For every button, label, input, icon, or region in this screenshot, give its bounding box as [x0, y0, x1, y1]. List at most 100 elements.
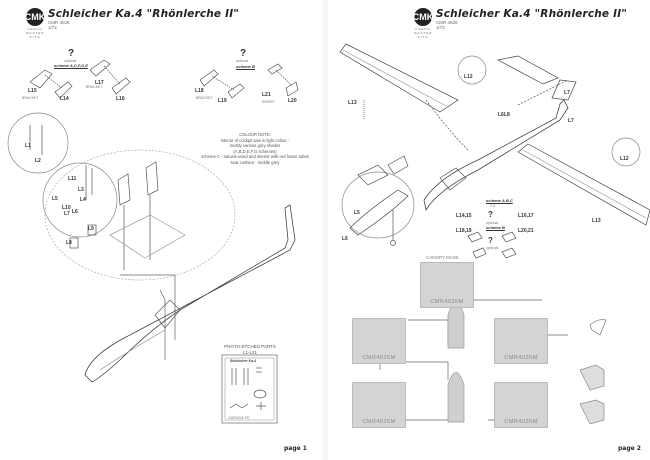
detail-circle-nose: [341, 171, 415, 239]
part-label: L20: [288, 98, 297, 104]
detail-circle-cockpit: [42, 162, 118, 238]
part-drawing-l14: [54, 81, 73, 99]
part-label: L6: [498, 112, 504, 118]
brand-logo: CMK: [413, 8, 433, 26]
photo-etched-fret: [221, 354, 278, 424]
scheme-label: scheme A,C,F,G,E: [54, 63, 88, 68]
part-label: L20,21: [518, 228, 534, 234]
page-header: CMK CZECH MASTERS KITS Schleicher Ka.4 "…: [413, 8, 627, 39]
stabilizer-drawing: [496, 55, 559, 85]
canopy-mask-fret: CMR4026M: [494, 382, 548, 428]
part-caption: INSERT: [262, 100, 275, 104]
part-drawing-l19: [227, 83, 245, 99]
part-label: L15: [28, 88, 37, 94]
assembly-drawing-page-1: [7, 59, 299, 424]
detail-circle-l12: [611, 137, 641, 167]
part-label: L19: [218, 98, 227, 104]
scheme-label: scheme B: [486, 225, 505, 230]
part-caption: BRACKET: [196, 96, 213, 100]
canopy-mask-fret: CMR4026M: [352, 382, 406, 428]
part-drawing-l17: [89, 59, 111, 77]
kit-scale: 1/72: [436, 25, 445, 30]
right-wing-drawing: [517, 143, 650, 226]
part-label: L16,17: [518, 213, 534, 219]
scheme-label: scheme A,B,C: [486, 198, 513, 203]
kit-scale: 1/72: [48, 25, 57, 30]
optional-question-mark: ?: [488, 210, 493, 219]
scheme-sublabel: F,G: [490, 204, 496, 208]
part-label: L21: [262, 92, 271, 98]
fret-code: CMR4026 PE: [228, 416, 250, 420]
part-label: L5: [354, 210, 360, 216]
canopy-part-drawing: [501, 231, 517, 243]
part-label: L6: [72, 209, 78, 215]
optional-question-mark: ?: [240, 48, 247, 59]
part-drawing-l20: [285, 81, 299, 97]
part-label: L16: [116, 96, 125, 102]
part-drawing-l18: [199, 69, 219, 87]
mask-code: CMR4026M: [430, 299, 464, 305]
canopy-mask-fret: CMR4026M: [352, 318, 406, 364]
photo-etched-range: L1-L21: [242, 350, 257, 355]
part-drawing-l21: [267, 63, 283, 75]
part-label: L6: [342, 236, 348, 242]
detail-ellipse-interior: [44, 149, 236, 281]
part-label: L17: [95, 80, 104, 86]
part-label: L18: [195, 88, 204, 94]
canopy-part-drawing: [501, 247, 517, 259]
part-label: L13: [348, 100, 357, 106]
rudder-drawing: [551, 79, 577, 101]
part-label: L14: [60, 96, 69, 102]
canopy-part-rear: [579, 399, 605, 425]
fret-name: Schleicher Ka.4: [230, 359, 257, 363]
optional-label: optional: [486, 221, 499, 225]
colour-note-line: interior of cockpit was in light colour …: [220, 137, 290, 143]
page-number: page 1: [284, 445, 307, 452]
part-label: L12: [620, 156, 629, 162]
part-label: L11: [68, 176, 77, 182]
fuselage-drawing: [84, 204, 296, 383]
colour-note: COLOUR NOTE: interior of cockpit was in …: [190, 132, 320, 165]
part-caption: BRACKET: [86, 85, 103, 89]
part-label: L5: [52, 196, 58, 202]
part-drawing-l15: [29, 69, 53, 89]
instruction-page-2: CMK CZECH MASTERS KITS Schleicher Ka.4 "…: [328, 0, 650, 460]
left-wing-drawing: [339, 43, 459, 113]
mask-code: CMR4026M: [504, 355, 538, 361]
part-label: L7: [564, 90, 570, 96]
canopy-mask-fret: CMR4026M: [494, 318, 548, 364]
mask-code: CMR4026M: [362, 419, 396, 425]
brand-logo: CMK: [25, 8, 45, 26]
optional-label: optional: [486, 246, 499, 250]
canopy-mask-rear: [447, 372, 465, 423]
detail-circle-l12: [457, 55, 487, 85]
canopy-part-drawing: [472, 247, 487, 259]
kit-code: CMR 4026: [48, 20, 70, 25]
brand-logo-subtitle: CZECH MASTERS KITS: [414, 27, 432, 39]
photo-etched-heading: PHOTO-ETCHED PARTS: [224, 344, 276, 349]
brand-logo-subtitle: CZECH MASTERS KITS: [26, 27, 44, 39]
mask-code: CMR4026M: [504, 419, 538, 425]
part-drawing-l9: [87, 224, 97, 236]
canopy-mask-fret: CMR4026M: [420, 262, 474, 308]
colour-note-line: seat cushion - middle grey: [230, 159, 280, 165]
kit-title: Schleicher Ka.4 "Rhönlerche II": [436, 8, 627, 20]
canopy-part-drawing: [467, 231, 483, 243]
optional-question-mark: ?: [68, 48, 75, 59]
part-label: L12: [464, 74, 473, 80]
mask-code: CMR4026M: [362, 355, 396, 361]
part-label: L1: [25, 143, 31, 149]
antenna-drawing: [589, 319, 607, 336]
seat-drawing: [117, 173, 131, 206]
instruction-page-1: CMK CZECH MASTERS KITS Schleicher Ka.4 "…: [0, 0, 322, 460]
part-drawing-l8: [69, 237, 79, 249]
part-label: L3: [78, 187, 84, 193]
optional-question-mark: ?: [488, 236, 493, 245]
nose-section-drawing: [349, 189, 409, 236]
colour-note-line: (A,B,D,E,F,G schemes): [233, 148, 277, 154]
kit-title: Schleicher Ka.4 "Rhönlerche II": [48, 8, 239, 20]
canopy-part-front: [579, 364, 605, 391]
canopy-drawing: [154, 299, 181, 329]
part-label: L9: [88, 226, 94, 232]
part-label: L8: [66, 240, 72, 246]
